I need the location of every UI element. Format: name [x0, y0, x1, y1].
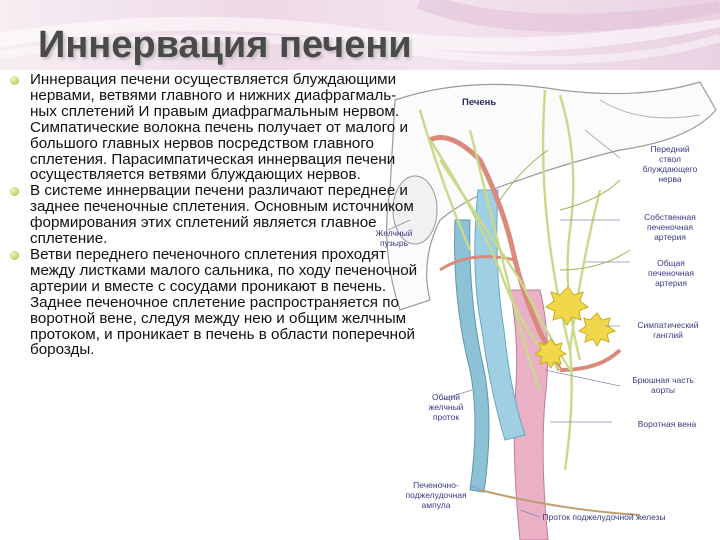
bullet-item: В системе иннервации печени различают пе… — [8, 183, 420, 247]
label-proper-hepatic-artery: Собственная печеночная артерия — [644, 212, 696, 242]
liver-shape — [386, 81, 717, 311]
bullet-text: В системе иннервации печени различают пе… — [30, 182, 414, 248]
bullet-dot-icon — [10, 250, 19, 260]
bullet-text: Иннервация печени осуществляется блуждаю… — [30, 71, 408, 184]
label-hepatopancreatic-ampulla: Печеночно- поджелудочная ампула — [405, 480, 467, 510]
label-pancreatic-duct: Проток поджелудочной железы — [542, 512, 666, 522]
label-gallbladder: Желчный пузырь — [375, 228, 413, 248]
bullet-item: Ветви переднего печеночного сплетения пр… — [8, 245, 420, 359]
label-common-hepatic-artery: Общая печеночная артерия — [648, 258, 694, 288]
ganglia — [533, 286, 617, 369]
label-common-bile-duct: Общий желчный проток — [428, 392, 464, 422]
bullet-dot-icon — [10, 76, 19, 85]
label-vagus-anterior-trunk: Передний ствол блуждающего нерва — [642, 144, 698, 184]
gallbladder-shape — [392, 175, 438, 245]
bullet-item: Иннервация печени осуществляется блуждаю… — [8, 72, 420, 183]
bullet-text: Ветви переднего печеночного сплетения пр… — [30, 245, 418, 359]
title-banner — [0, 0, 720, 70]
liver-innervation-diagram — [386, 81, 717, 540]
label-portal-vein: Воротная вена — [637, 419, 697, 429]
banner-decoration — [0, 0, 720, 65]
portal-vein-shape — [474, 189, 526, 441]
label-abdominal-aorta: Брюшная часть аорты — [632, 375, 694, 395]
bullet-dot-icon — [10, 187, 19, 197]
bullet-list: Иннервация печени осуществляется блуждаю… — [8, 72, 420, 358]
label-liver: Печень — [462, 97, 497, 108]
label-sympathetic-ganglion: Симпатический ганглий — [637, 320, 699, 340]
page-title: Иннервация печени — [38, 24, 412, 66]
